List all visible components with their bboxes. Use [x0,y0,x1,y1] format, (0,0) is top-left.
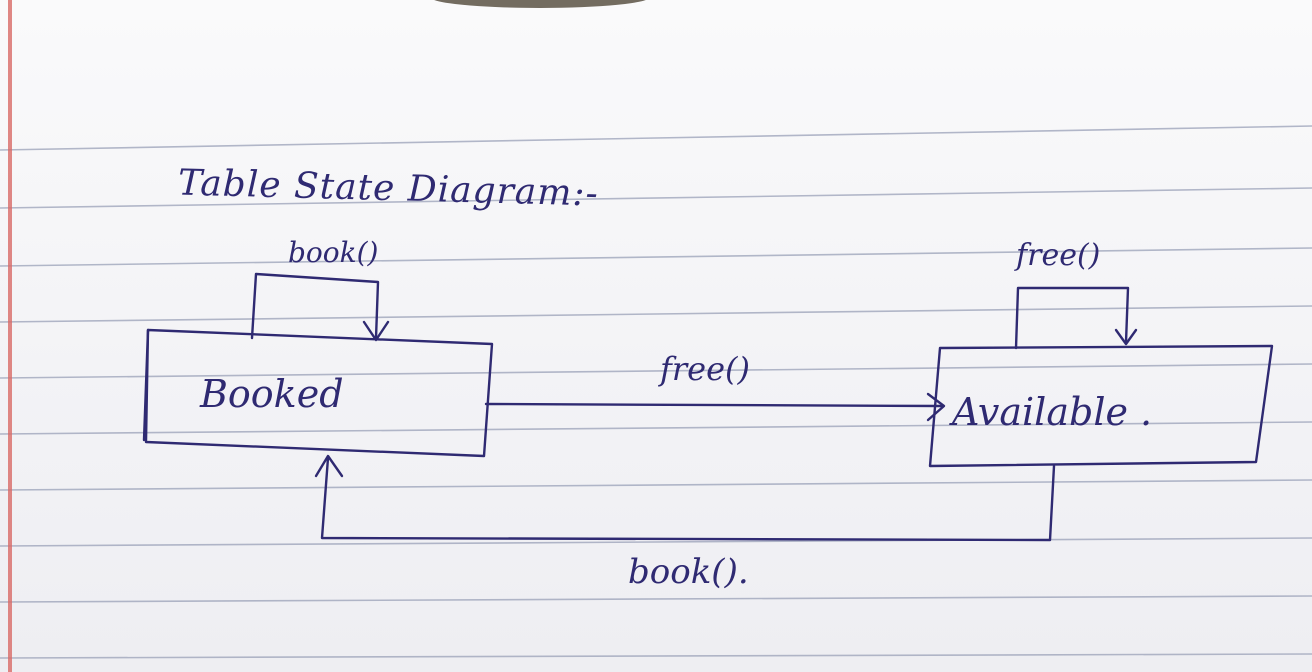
coffee-stain [430,0,650,8]
available-to-booked-label: book(). [628,552,749,592]
booked-to-available-arrowhead [926,392,946,422]
available-self-loop-label: free() [1016,238,1101,273]
available-state-label: Available . [952,390,1153,434]
booked-self-loop-label: book() [288,236,379,269]
booked-self-loop-arrowhead [362,320,390,342]
booked-to-available-label: free() [660,350,750,388]
available-to-booked-arrow [320,456,1056,542]
booked-box-corner-mark [142,328,150,442]
available-to-booked-arrowhead [314,454,344,478]
booked-to-available-arrow [484,402,944,408]
margin-line [8,0,12,672]
booked-state-label: Booked [200,372,344,416]
booked-self-loop [250,272,380,340]
available-self-loop [1014,286,1130,350]
available-self-loop-arrowhead [1114,328,1138,346]
available-state-box [928,344,1274,468]
